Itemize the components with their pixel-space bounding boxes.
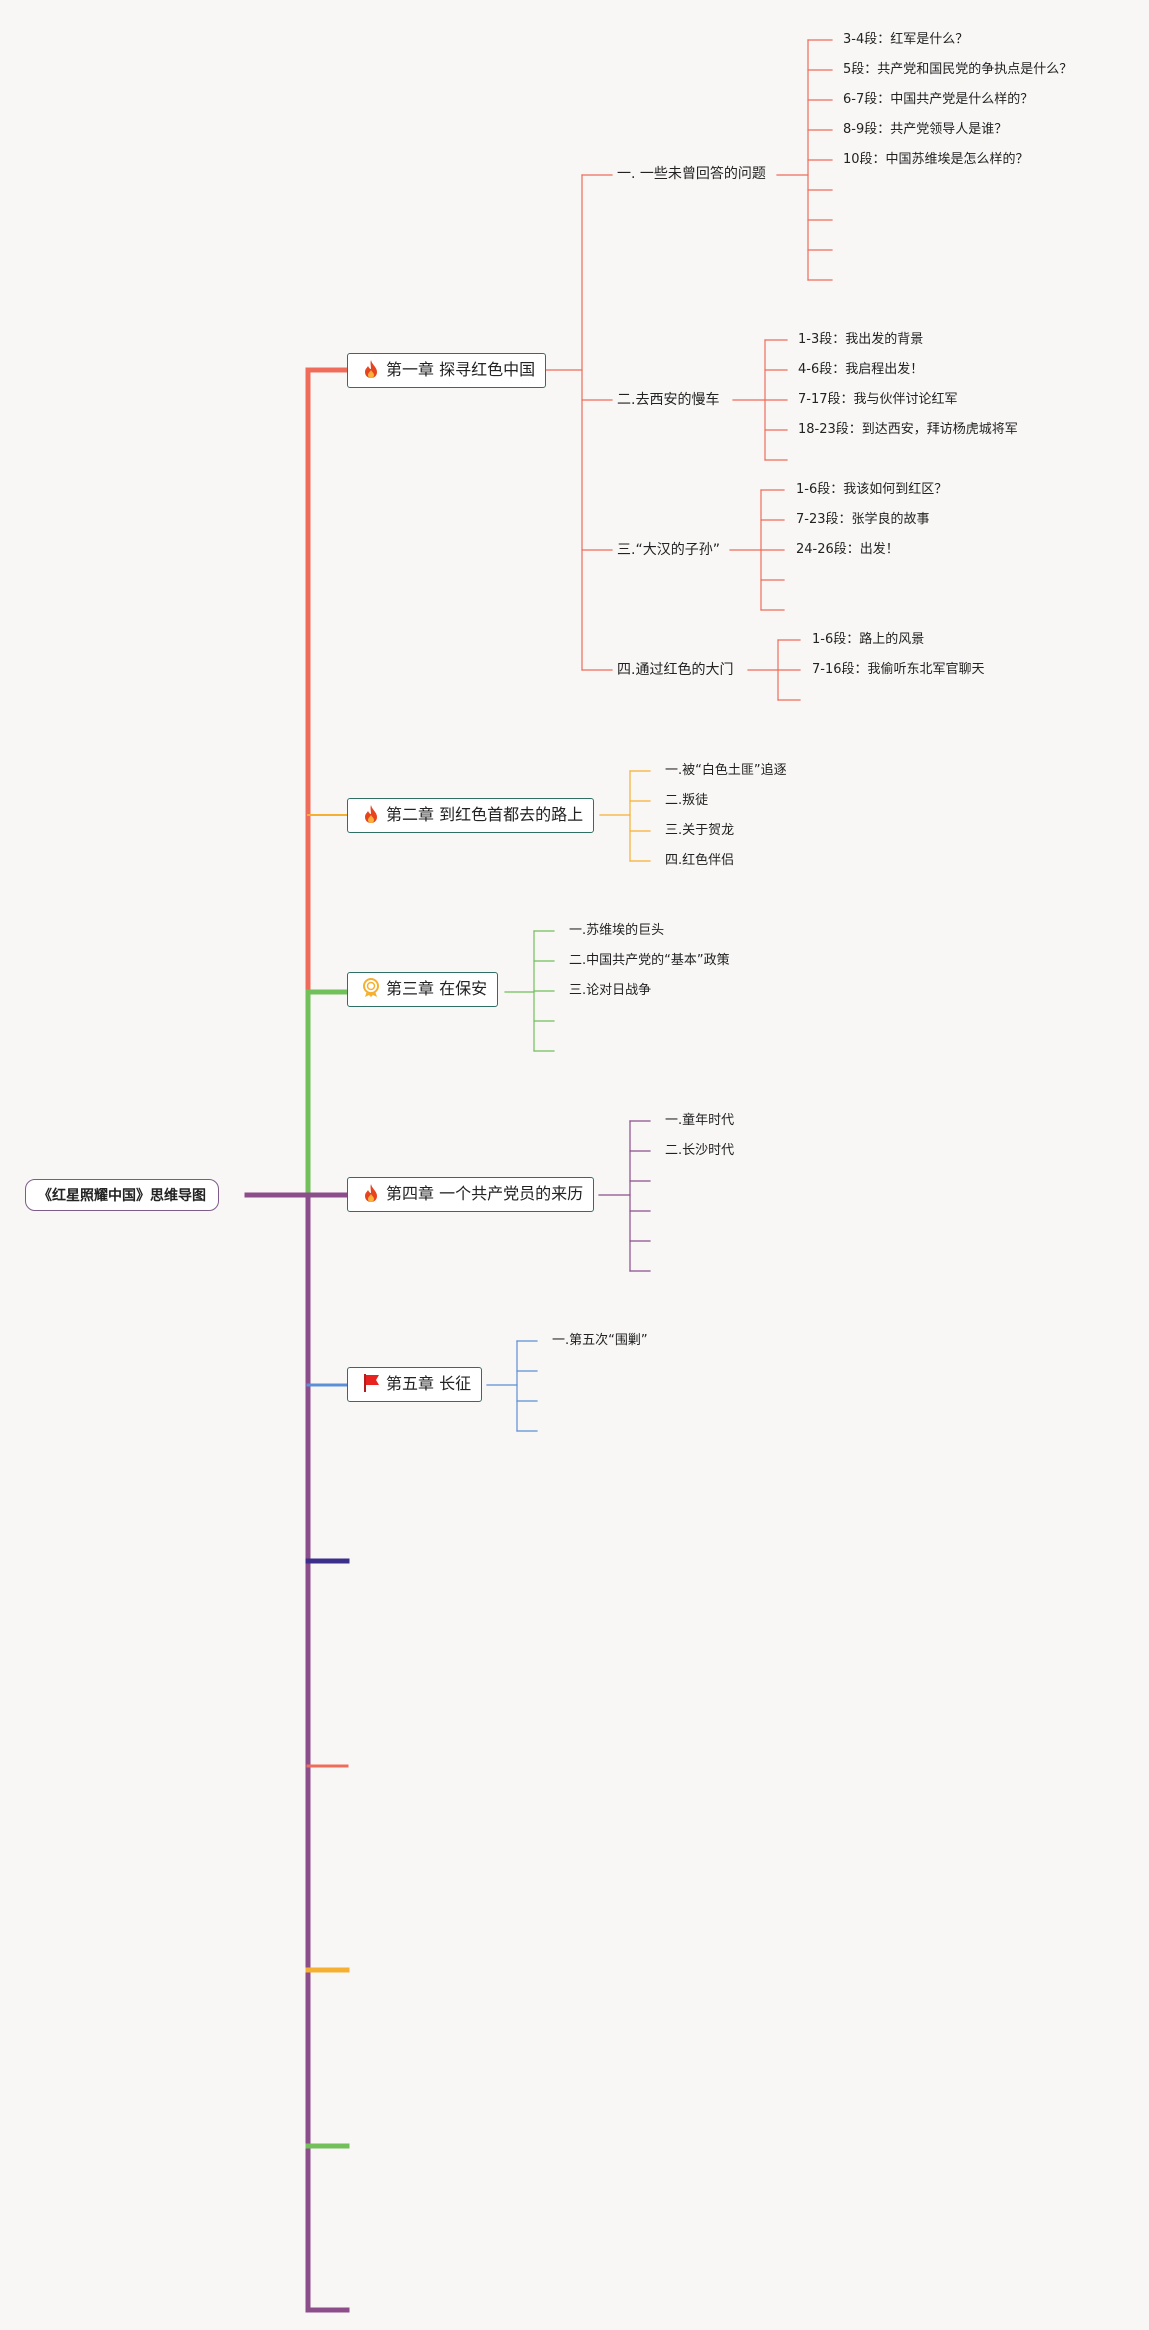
flame-icon xyxy=(362,804,380,824)
chapter-4-node[interactable]: 第四章 一个共产党员的来历 xyxy=(347,1177,595,1212)
leaf-item[interactable]: 6-7段：中国共产党是什么样的？ xyxy=(843,92,1034,107)
leaf-item[interactable]: 三.关于贺龙 xyxy=(665,823,735,838)
flag-icon xyxy=(362,1373,380,1393)
chapter-3-node[interactable]: 第三章 在保安 xyxy=(347,972,499,1007)
chapter-3-label: 第三章 在保安 xyxy=(386,979,488,998)
leaf-item[interactable]: 8-9段：共产党领导人是谁？ xyxy=(843,122,1008,137)
flame-icon xyxy=(362,1183,380,1203)
leaf-item[interactable]: 三.论对日战争 xyxy=(569,983,652,998)
leaf-item[interactable]: 7-23段：张学良的故事 xyxy=(796,512,930,527)
leaf-item[interactable]: 一.童年时代 xyxy=(665,1113,735,1128)
root-title: 《红星照耀中国》思维导图 xyxy=(38,1188,206,1204)
leaf-item[interactable]: 1-3段：我出发的背景 xyxy=(798,332,924,347)
chapter-5-node[interactable]: 第五章 长征 xyxy=(347,1367,483,1402)
leaf-item[interactable]: 24-26段：出发！ xyxy=(796,542,899,557)
leaf-item[interactable]: 7-16段：我偷听东北军官聊天 xyxy=(812,662,985,677)
section-1-4[interactable]: 四.通过红色的大门 xyxy=(617,662,734,678)
root-topic[interactable]: 《红星照耀中国》思维导图 xyxy=(25,1179,219,1211)
leaf-item[interactable]: 7-17段：我与伙伴讨论红军 xyxy=(798,392,958,407)
chapter-5-label: 第五章 长征 xyxy=(386,1374,472,1393)
leaf-item[interactable]: 二.中国共产党的“基本”政策 xyxy=(569,953,730,968)
leaf-item[interactable]: 18-23段：到达西安，拜访杨虎城将军 xyxy=(798,422,1018,437)
leaf-item[interactable]: 一.第五次“围剿” xyxy=(552,1333,648,1348)
chapter-1-node[interactable]: 第一章 探寻红色中国 xyxy=(347,353,547,388)
flame-icon xyxy=(362,359,380,379)
leaf-item[interactable]: 一.被“白色土匪”追逐 xyxy=(665,763,787,778)
chapter-1-label: 第一章 探寻红色中国 xyxy=(386,360,536,379)
leaf-item[interactable]: 二.叛徒 xyxy=(665,793,709,808)
section-1-3[interactable]: 三.“大汉的子孙” xyxy=(617,542,720,558)
section-1-1[interactable]: 一. 一些未曾回答的问题 xyxy=(617,166,766,182)
leaf-item[interactable]: 10段：中国苏维埃是怎么样的？ xyxy=(843,152,1029,167)
leaf-item[interactable]: 1-6段：我该如何到红区？ xyxy=(796,482,948,497)
leaf-item[interactable]: 3-4段：红军是什么？ xyxy=(843,32,969,47)
chapter-2-node[interactable]: 第二章 到红色首都去的路上 xyxy=(347,798,595,833)
chapter-2-label: 第二章 到红色首都去的路上 xyxy=(386,805,584,824)
chapter-4-label: 第四章 一个共产党员的来历 xyxy=(386,1184,584,1203)
leaf-item[interactable]: 5段：共产党和国民党的争执点是什么？ xyxy=(843,62,1073,77)
leaf-item[interactable]: 四.红色伴侣 xyxy=(665,853,735,868)
leaf-item[interactable]: 1-6段：路上的风景 xyxy=(812,632,925,647)
medal-icon xyxy=(362,977,380,998)
section-1-2[interactable]: 二.去西安的慢车 xyxy=(617,392,720,408)
leaf-item[interactable]: 二.长沙时代 xyxy=(665,1143,735,1158)
leaf-item[interactable]: 4-6段：我启程出发！ xyxy=(798,362,924,377)
leaf-item[interactable]: 一.苏维埃的巨头 xyxy=(569,923,665,938)
